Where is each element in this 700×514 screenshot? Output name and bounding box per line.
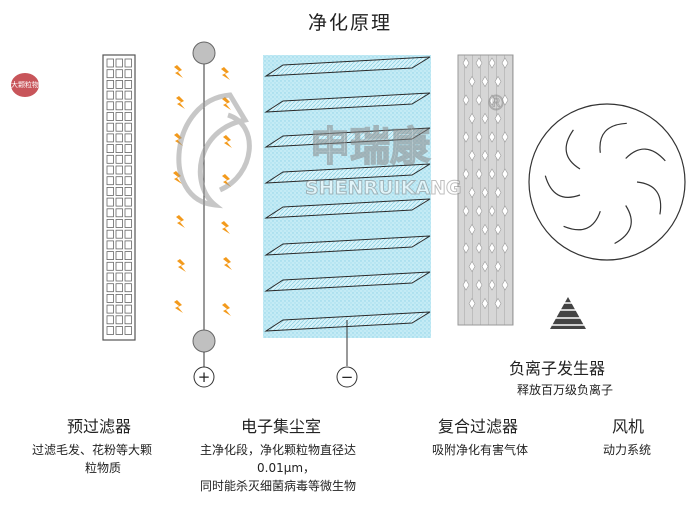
composite-filter xyxy=(457,54,514,326)
spark-icon xyxy=(176,96,185,109)
spark-icon xyxy=(221,221,230,234)
page-title: 净化原理 xyxy=(307,12,392,34)
positive-sign: + xyxy=(198,368,211,386)
fan-blade xyxy=(614,205,632,245)
fan-blade xyxy=(544,175,581,198)
spark-icon xyxy=(176,215,185,228)
collection-chamber: − xyxy=(263,55,431,388)
stage-title-prefilter: 预过滤器 xyxy=(67,417,132,436)
watermark-brand-en: SHENRUIKANG xyxy=(305,177,462,199)
spark-icon xyxy=(223,135,232,148)
collector-plate xyxy=(264,235,431,256)
ionizing-electrode: + xyxy=(192,41,216,388)
collector-plate xyxy=(264,56,431,77)
spark-icon xyxy=(223,257,232,270)
stage-title-collector: 电子集尘室 xyxy=(241,417,322,436)
collector-plates xyxy=(264,56,431,332)
spark-icon xyxy=(222,303,231,316)
positive-terminal-icon xyxy=(193,366,215,388)
stage-desc-fan: 动力系统 xyxy=(603,443,652,457)
watermark-logo: 申瑞康 SHENRUIKANG ® xyxy=(176,91,507,209)
fan-blade xyxy=(625,148,666,162)
spark-icon xyxy=(221,67,230,80)
fan-blade xyxy=(636,181,662,215)
spark-group xyxy=(173,65,232,316)
fan-icon xyxy=(528,103,686,261)
stage-desc-collector-1: 主净化段，净化颗粒物直径达 xyxy=(200,443,357,457)
stage-desc-prefilter-2: 粒物质 xyxy=(85,461,122,475)
negative-sign: − xyxy=(341,368,354,386)
spark-icon xyxy=(222,97,231,110)
pre-filter xyxy=(102,54,136,341)
collector-plate xyxy=(264,271,431,292)
collector-plate xyxy=(264,127,431,148)
ionizer-desc: 释放百万级负离子 xyxy=(517,383,614,397)
registered-mark: ® xyxy=(486,91,506,115)
spark-icon xyxy=(174,300,183,313)
stage-desc-composite: 吸附净化有害气体 xyxy=(432,443,529,457)
composite-filter-pattern xyxy=(462,57,509,310)
stage-desc-collector-3: 同时能杀灭细菌病毒等微生物 xyxy=(200,479,357,493)
ionizer-title: 负离子发生器 xyxy=(509,359,606,378)
stage-desc-prefilter-1: 过滤毛发、花粉等大颗 xyxy=(32,443,153,457)
fan-blade xyxy=(563,211,601,231)
pre-filter-mesh xyxy=(106,58,132,335)
collector-plate xyxy=(264,92,431,113)
spark-icon xyxy=(174,133,183,146)
collector-plate xyxy=(264,163,431,184)
negative-terminal-icon xyxy=(336,366,358,388)
fan-blade xyxy=(565,129,581,170)
spark-icon xyxy=(173,171,182,184)
collector-plate xyxy=(264,311,431,332)
ion-generator-icon xyxy=(550,297,586,329)
stage-title-composite: 复合过滤器 xyxy=(438,417,519,436)
watermark-brand-cn: 申瑞康 xyxy=(310,124,430,170)
collector-plate xyxy=(264,198,431,219)
spark-icon xyxy=(177,259,186,272)
spark-icon xyxy=(174,65,183,78)
spark-icon xyxy=(222,174,231,187)
particle-badge: 大颗粒物 xyxy=(11,73,39,97)
stage-desc-collector-2: 0.01μm， xyxy=(257,461,316,475)
stage-title-fan: 风机 xyxy=(612,417,645,436)
fan-blade xyxy=(599,122,627,153)
